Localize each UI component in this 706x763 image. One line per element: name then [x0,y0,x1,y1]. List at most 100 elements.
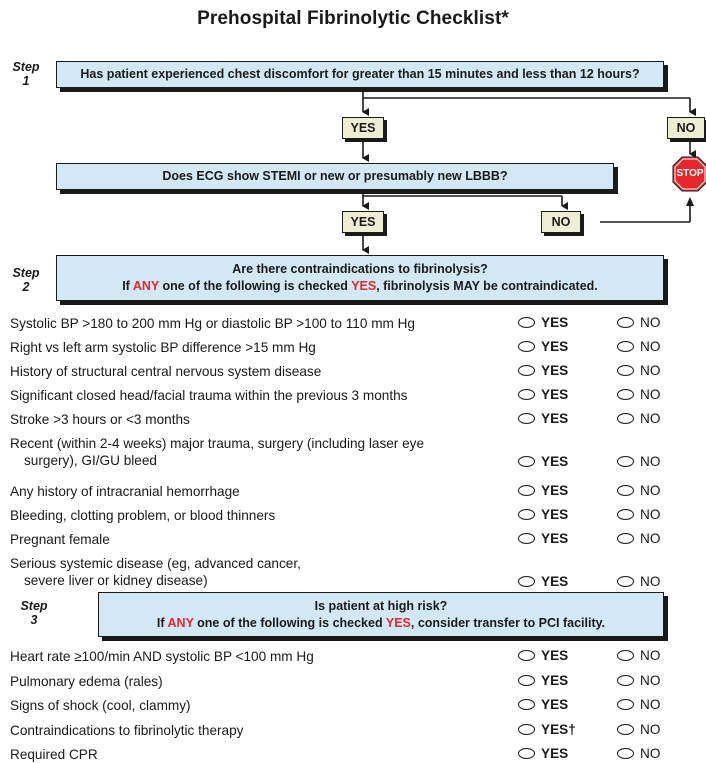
radio-circle-icon[interactable] [617,699,634,710]
radio-circle-icon[interactable] [617,674,634,686]
contraindication-row-text-continued: surgery), GI/GU bleed [24,453,157,468]
high-risk-row-text: Signs of shock (cool, clammy) [10,698,191,713]
contraindication-no-option[interactable]: NO [617,387,660,402]
high-risk-no-option[interactable]: NO [617,746,660,761]
no-label: NO [640,339,661,354]
yes-label: YES [541,531,569,546]
radio-circle-icon[interactable] [617,456,634,467]
radio-circle-icon[interactable] [518,509,535,520]
radio-circle-icon[interactable] [617,723,634,735]
high-risk-no-option[interactable]: NO [617,697,660,712]
yes-label: YES [541,746,569,761]
contraindication-yes-option[interactable]: YES [518,363,568,378]
contraindication-no-option[interactable]: NO [617,411,660,426]
radio-circle-icon[interactable] [518,389,535,400]
no-label: NO [640,387,661,402]
yes-label: YES [541,315,569,330]
contraindication-row-text: Recent (within 2-4 weeks) major trauma, … [10,436,425,451]
contraindication-yes-option[interactable]: YES [518,315,568,330]
yes-label: YES [541,507,569,522]
high-risk-row: Required CPR [10,746,510,763]
radio-circle-icon[interactable] [518,341,535,352]
radio-circle-icon[interactable] [617,389,634,400]
contraindication-no-option[interactable]: NO [617,339,660,354]
high-risk-yes-option[interactable]: YES [518,648,568,663]
contraindication-row-text: Any history of intracranial hemorrhage [10,484,240,499]
radio-circle-icon[interactable] [617,533,634,544]
yes-label: YES [541,574,569,589]
radio-circle-icon[interactable] [518,674,535,686]
contraindication-no-option[interactable]: NO [617,483,660,498]
high-risk-row: Pulmonary edema (rales) [10,673,510,690]
no-label: NO [640,507,661,522]
contraindication-no-option[interactable]: NO [617,315,660,330]
contraindication-no-option[interactable]: NO [617,574,660,589]
yes-label: YES [541,648,569,663]
high-risk-yes-option[interactable]: YES [518,746,568,761]
no-label: NO [640,672,661,688]
radio-circle-icon[interactable] [617,509,634,520]
contraindication-no-option[interactable]: NO [617,507,660,522]
contraindication-no-option[interactable]: NO [617,531,660,546]
high-risk-yes-option[interactable]: YES [518,697,568,712]
yes-label: YES [541,363,569,378]
question-ecg-stemi: Does ECG show STEMI or new or presumably… [56,163,614,190]
radio-circle-icon[interactable] [518,650,535,661]
yes-label: YES [541,672,569,688]
radio-circle-icon[interactable] [518,456,535,467]
contraindication-row: Stroke >3 hours or <3 months [10,411,510,428]
radio-circle-icon[interactable] [518,317,535,328]
high-risk-no-option[interactable]: NO [617,648,660,663]
contraindication-yes-option[interactable]: YES [518,454,568,469]
contraindication-row-text: Stroke >3 hours or <3 months [10,412,190,427]
contraindication-yes-option[interactable]: YES [518,507,568,522]
radio-circle-icon[interactable] [518,699,535,710]
radio-circle-icon[interactable] [518,485,535,496]
contraindication-row: Pregnant female [10,531,510,548]
radio-circle-icon[interactable] [518,365,535,376]
contraindication-row-text: History of structural central nervous sy… [10,364,322,379]
yes-label: YES [541,411,569,426]
contraindication-row: Bleeding, clotting problem, or blood thi… [10,507,510,524]
yes-box-2: YES [342,211,384,233]
high-risk-yes-option[interactable]: YES [518,673,568,688]
no-label: NO [640,411,661,426]
radio-circle-icon[interactable] [518,413,535,424]
radio-circle-icon[interactable] [617,365,634,376]
no-label: NO [640,574,661,589]
contraindication-yes-option[interactable]: YES [518,411,568,426]
radio-circle-icon[interactable] [617,341,634,352]
high-risk-no-option[interactable]: NO [617,673,660,688]
contraindication-row: History of structural central nervous sy… [10,363,510,380]
contraindication-yes-option[interactable]: YES [518,483,568,498]
contraindication-yes-option[interactable]: YES [518,339,568,354]
high-risk-yes-option[interactable]: YES† [518,722,576,737]
radio-circle-icon[interactable] [518,533,535,544]
page-title: Prehospital Fibrinolytic Checklist* [197,8,509,29]
high-risk-row: Heart rate ≥100/min AND systolic BP <100… [10,648,510,665]
radio-circle-icon[interactable] [617,748,634,759]
no-label: NO [640,315,661,330]
radio-circle-icon[interactable] [617,317,634,328]
high-risk-row-text: Contraindications to fibrinolytic therap… [10,722,244,738]
no-label: NO [640,721,661,737]
contraindication-yes-option[interactable]: YES [518,531,568,546]
contraindication-yes-option[interactable]: YES [518,387,568,402]
contraindication-yes-option[interactable]: YES [518,574,568,589]
contraindication-row-text: Serious systemic disease (eg, advanced c… [10,556,301,571]
radio-circle-icon[interactable] [617,650,634,661]
radio-circle-icon[interactable] [518,748,535,759]
radio-circle-icon[interactable] [518,723,535,735]
radio-circle-icon[interactable] [617,413,634,424]
high-risk-no-option[interactable]: NO [617,722,660,737]
radio-circle-icon[interactable] [617,485,634,496]
radio-circle-icon[interactable] [518,576,535,587]
high-risk-row: Contraindications to fibrinolytic therap… [10,722,510,739]
contraindication-no-option[interactable]: NO [617,454,660,469]
no-label: NO [640,746,661,761]
radio-circle-icon[interactable] [617,576,634,587]
contraindication-row-text-continued: severe liver or kidney disease) [24,573,208,588]
contraindication-no-option[interactable]: NO [617,363,660,378]
